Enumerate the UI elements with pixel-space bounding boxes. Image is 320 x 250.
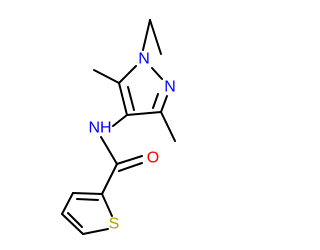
bond-c4-nh xyxy=(112,114,128,127)
bond-c5-methyl xyxy=(93,69,120,84)
bond-n1-n2 xyxy=(151,67,163,80)
bond-c4-c5 xyxy=(118,82,128,116)
bond-ethyl-ch3-ch2 xyxy=(149,19,162,55)
bond-c3-methyl xyxy=(160,111,176,142)
bond-c4t-c3t xyxy=(61,192,74,215)
bond-carbonyl-thiophene xyxy=(101,163,118,195)
atom-label-nh: NH xyxy=(88,120,111,137)
bond-ethyl-ch2-n1 xyxy=(142,19,151,51)
bond-c4-c5-double xyxy=(127,86,135,111)
bond-c3t-c2 xyxy=(72,192,103,195)
bond-carbonyl-o-double xyxy=(118,162,143,172)
bond-c3t-c2-double xyxy=(76,198,99,201)
bond-c2-s xyxy=(101,193,113,217)
molecule-structure-diagram: N N NH O S xyxy=(61,19,176,235)
bond-carbonyl-o xyxy=(116,155,143,165)
bond-c3-c4 xyxy=(126,111,162,116)
atom-label-o: O xyxy=(147,150,159,167)
bond-c5t-c4t-double xyxy=(67,212,83,228)
bond-c5t-c4t xyxy=(61,213,84,235)
bond-n1-c5 xyxy=(118,65,137,84)
bond-n2-c3 xyxy=(160,95,168,113)
atom-label-s: S xyxy=(109,216,120,233)
bond-s-c5t xyxy=(82,228,109,235)
bond-nh-carbonyl xyxy=(100,136,118,165)
bond-n2-c3-double xyxy=(152,93,159,109)
atom-label-n1: N xyxy=(138,51,150,68)
atom-label-n2: N xyxy=(164,79,176,96)
